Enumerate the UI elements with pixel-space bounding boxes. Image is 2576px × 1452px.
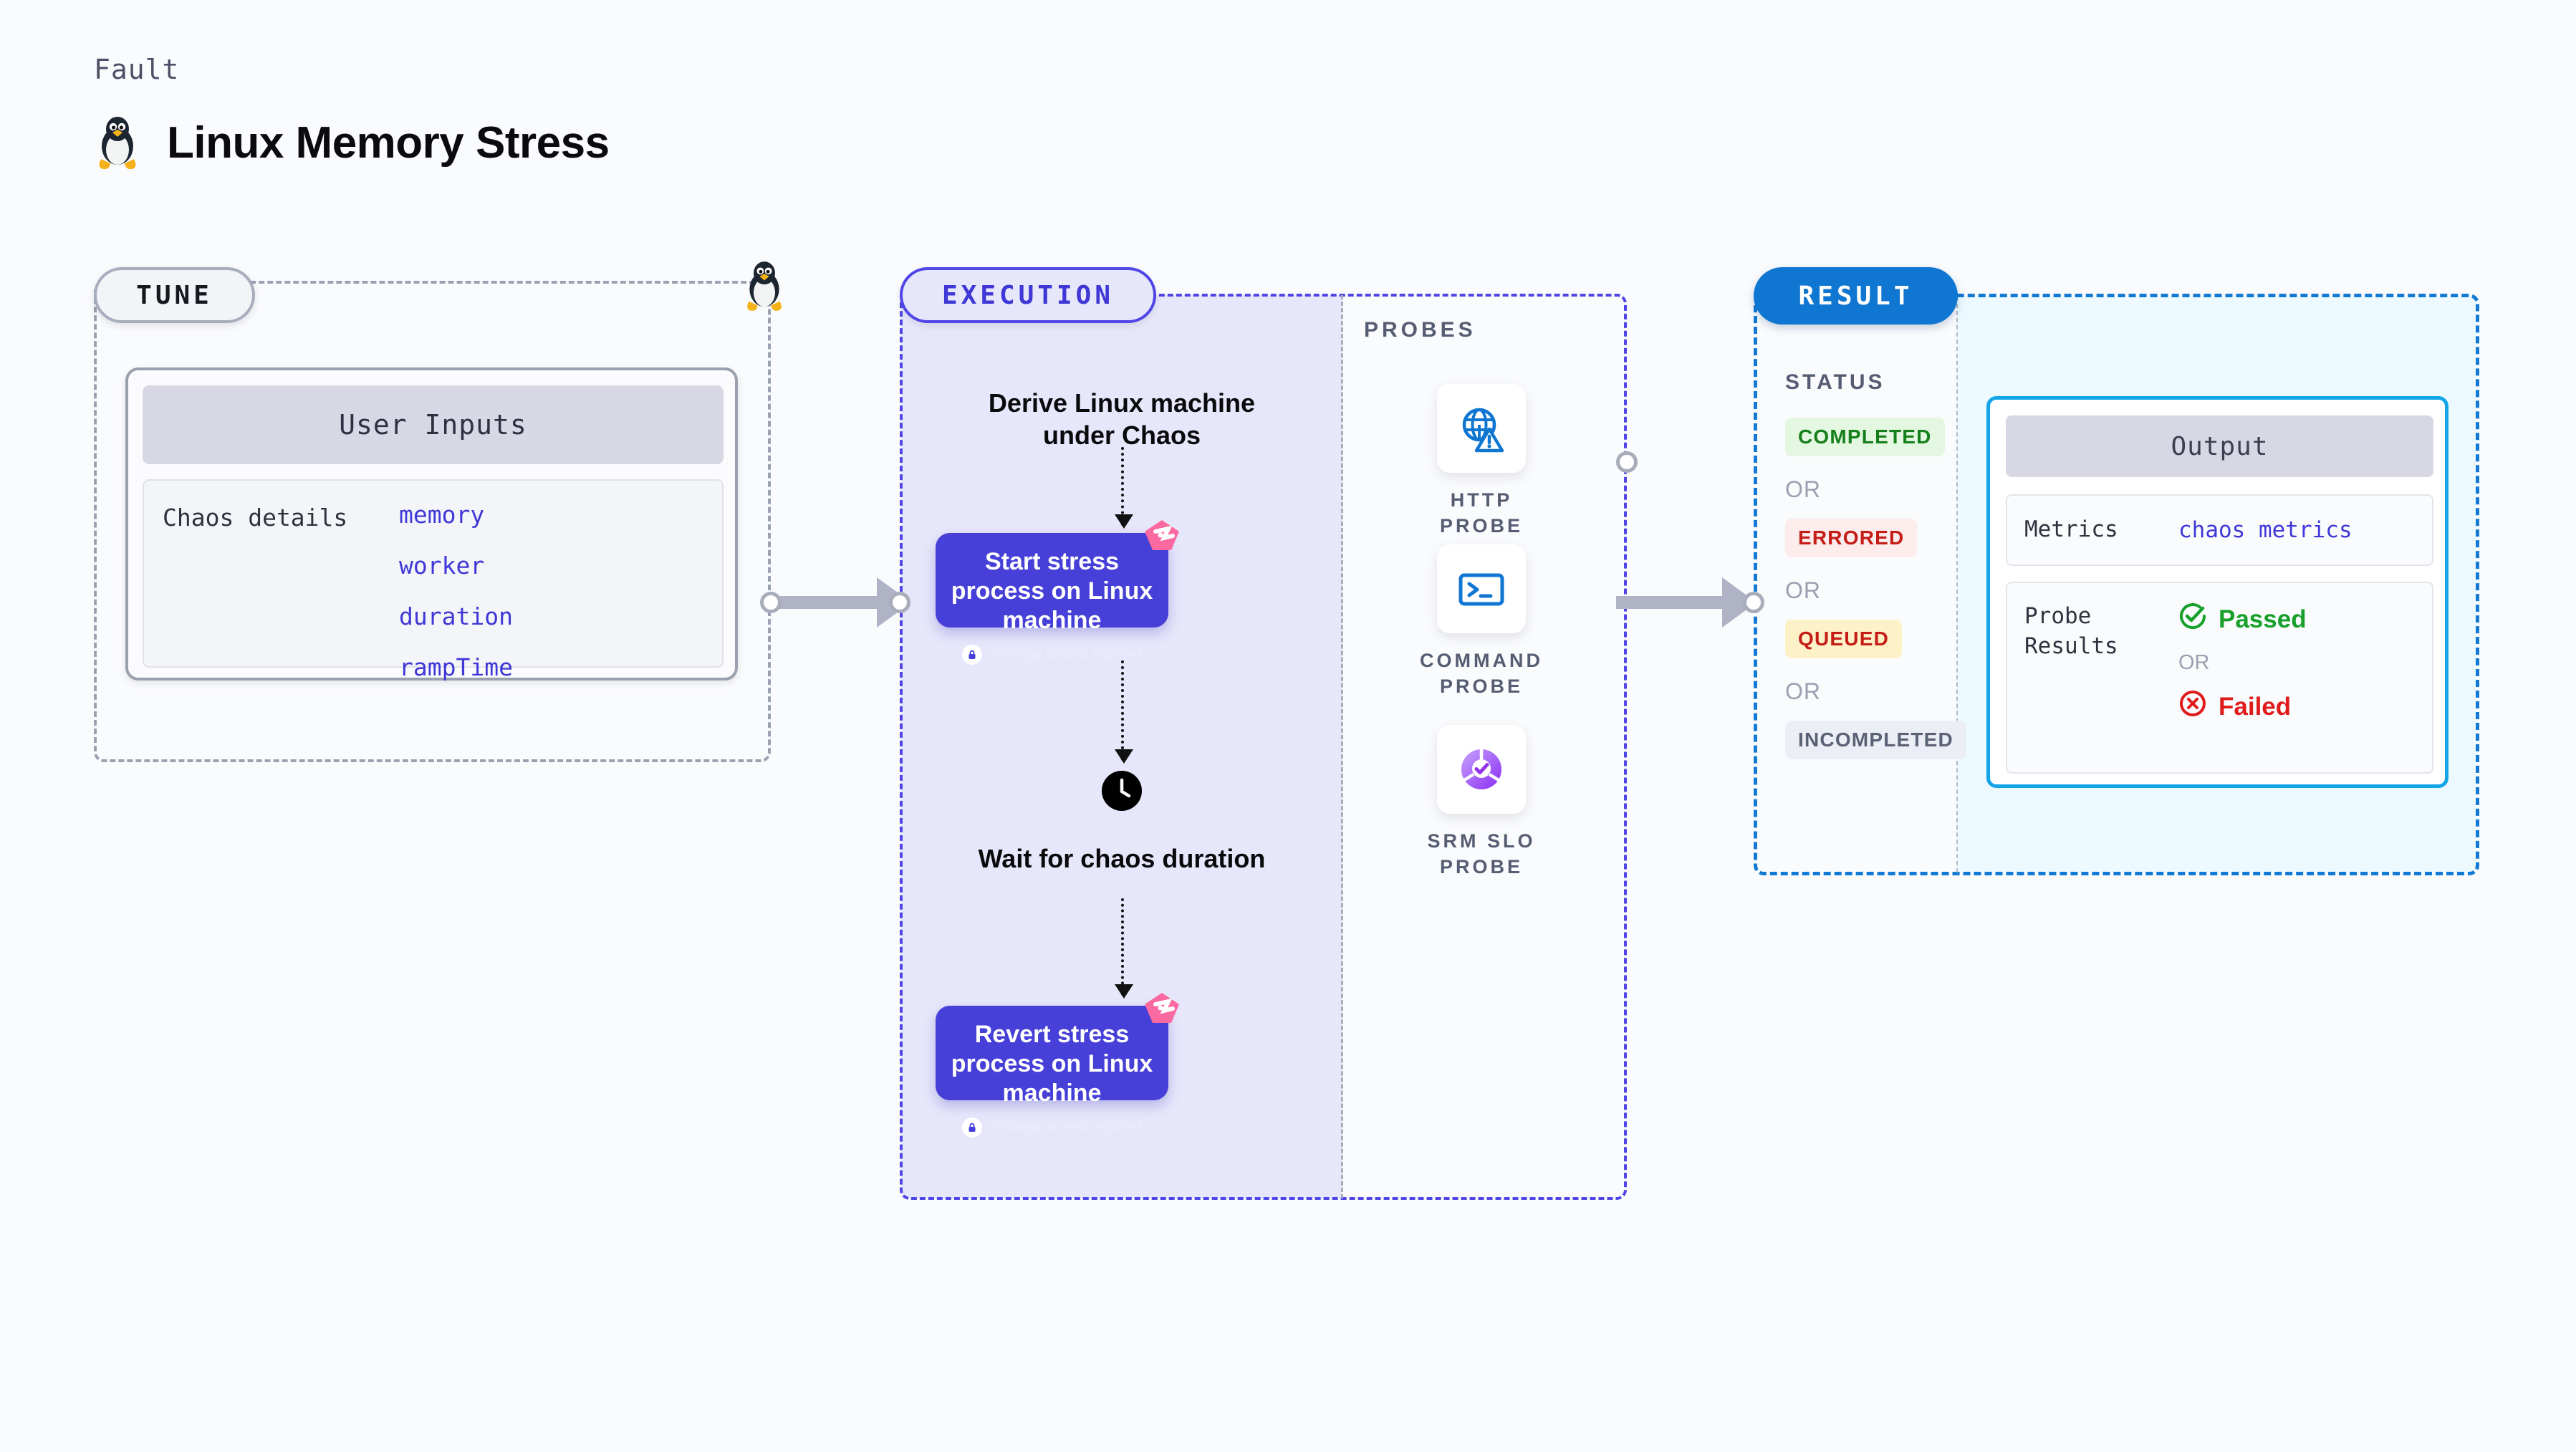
page-title-row: Linux Memory Stress [94,115,610,170]
status-or-2: OR [1785,577,1821,603]
param-duration: duration [399,602,513,630]
chaos-details-values: memory worker duration rampTime [399,501,513,681]
connector-execution-to-result [1616,577,1756,628]
probe-http[interactable]: HTTP PROBE [1410,384,1553,539]
result-pill[interactable]: RESULT [1754,267,1958,324]
linux-tux-icon [94,115,141,170]
user-inputs-header: User Inputs [143,385,724,464]
flow-arrow-2 [1115,660,1133,764]
param-memory: memory [399,501,485,529]
status-badge-queued: QUEUED [1785,620,1902,658]
output-probe-results-label: Probe Results [2024,603,2118,659]
flow-arrow-3 [1115,898,1133,999]
page-title: Linux Memory Stress [167,117,610,168]
probes-divider [1341,295,1343,1198]
status-badge-completed: COMPLETED [1785,418,1945,456]
flow-node-start-stress[interactable]: Start stress process on Linux machine Pr… [936,520,1179,665]
flow-step-derive-label: Derive Linux machine under Chaos [988,388,1256,450]
connector-anchor-probes-mid [1616,451,1638,473]
chaos-details-body: Chaos details memory worker duration ram… [143,479,724,681]
flow-node-revert-title: Revert stress process on Linux machine [951,1021,1153,1107]
output-row-metrics: Metrics chaos metrics [2006,494,2433,566]
execution-region [900,294,1627,1200]
connector-anchor-tune-out [760,592,782,613]
probe-command[interactable]: COMMAND PROBE [1410,544,1553,700]
output-card: Output Metrics chaos metrics Probe Resul… [1986,396,2448,788]
litmus-chaos-icon [1140,989,1184,1033]
flow-arrow-1 [1115,447,1133,529]
status-title: STATUS [1785,370,1885,394]
flow-node-start-privilege: Privilege access required [936,645,1168,665]
flow-node-revert-stress[interactable]: Revert stress process on Linux machine P… [936,993,1179,1138]
litmus-chaos-icon [1140,516,1184,560]
probe-result-failed: Failed [2178,689,2307,724]
clock-icon [1102,771,1142,814]
probes-title: PROBES [1364,318,1476,342]
output-metrics-label: Metrics [2024,516,2118,543]
tune-region [94,281,771,762]
connector-anchor-execution-in [889,592,910,613]
user-inputs-card: User Inputs Chaos details memory worker … [125,367,738,681]
page-kicker: Fault [94,54,180,85]
status-or-3: OR [1785,678,1821,704]
output-probe-results-values: Passed OR Failed [2178,602,2307,754]
tune-corner-linux-tux-icon [742,259,787,316]
chaos-details-label: Chaos details [163,504,348,532]
x-circle-icon [2178,689,2207,724]
connector-anchor-result-in [1743,592,1764,613]
flow-node-revert-privilege: Privilege access required [936,1117,1168,1138]
flow-step-wait-label: Wait for chaos duration [978,844,1266,873]
result-divider [1956,297,1958,872]
probe-srm-slo-label: SRM SLO PROBE [1427,830,1536,878]
param-worker: worker [399,552,485,580]
probe-srm-slo[interactable]: SRM SLO PROBE [1410,725,1553,880]
flow-node-revert-privilege-text: Privilege access required [989,1120,1143,1135]
status-badge-incompleted: INCOMPLETED [1785,721,1966,759]
probe-http-label: HTTP PROBE [1439,489,1524,537]
check-circle-icon [2178,602,2207,637]
slo-donut-check-icon [1437,725,1526,814]
output-metrics-value: chaos metrics [2178,517,2352,543]
tune-pill[interactable]: TUNE [94,267,255,323]
output-row-probe-results: Probe Results Passed OR [2006,582,2433,774]
status-or-1: OR [1785,476,1821,502]
status-badge-errored: ERRORED [1785,519,1918,557]
terminal-icon [1437,544,1526,633]
param-ramptime: rampTime [399,653,513,681]
probe-result-failed-label: Failed [2219,692,2292,721]
probe-result-passed: Passed [2178,602,2307,637]
execution-pill[interactable]: EXECUTION [900,267,1156,323]
output-header: Output [2006,415,2433,477]
probe-result-or: OR [2178,651,2210,674]
result-region [1754,294,2479,875]
probe-command-label: COMMAND PROBE [1420,650,1543,698]
probe-result-passed-label: Passed [2219,605,2307,633]
globe-warning-icon [1437,384,1526,473]
lock-icon [961,1117,982,1138]
lock-icon [961,645,982,665]
flow-node-start-privilege-text: Privilege access required [989,647,1143,663]
flow-node-start-title: Start stress process on Linux machine [951,548,1153,634]
execution-flow: Derive Linux machine under Chaos Start s… [901,295,1342,1198]
